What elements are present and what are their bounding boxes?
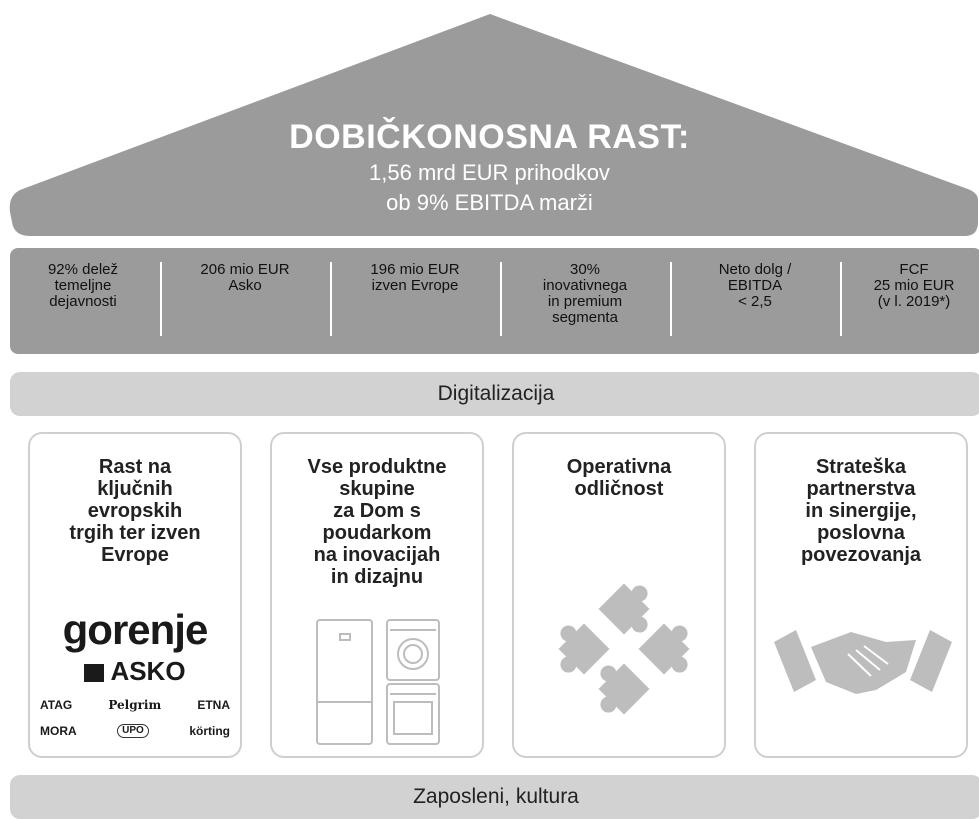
pillar-product-groups: Vse produktne skupine za Dom s poudarkom… bbox=[270, 432, 484, 758]
korting-logo: körting bbox=[189, 724, 230, 738]
gorenje-logo: gorenje bbox=[62, 606, 209, 653]
handshake-icon bbox=[774, 630, 952, 694]
brand-logo-row: MORA UPO körting bbox=[40, 724, 230, 738]
pelgrim-logo: Pelgrim bbox=[108, 698, 162, 712]
kpi-divider bbox=[840, 262, 842, 336]
pillar-title: Vse produktne skupine za Dom s poudarkom… bbox=[307, 456, 447, 588]
asko-logo: ASKO bbox=[30, 656, 240, 687]
atag-logo: ATAG bbox=[40, 698, 73, 712]
pillar-operational-excellence: Operativna odličnost bbox=[512, 432, 726, 758]
kpi-divider bbox=[670, 262, 672, 336]
pillar-title: Strateška partnerstva in sinergije, posl… bbox=[800, 456, 922, 566]
pillar-title: Rast na ključnih evropskih trgih ter izv… bbox=[69, 456, 201, 566]
roof-title: DOBIČKONOSNA RAST: bbox=[289, 118, 690, 156]
appliances-icon bbox=[316, 619, 440, 745]
kpi-divider bbox=[500, 262, 502, 336]
puzzle-icon bbox=[558, 583, 690, 715]
kpi-net-debt: Neto dolg /EBITDA< 2,5 bbox=[718, 261, 792, 310]
kpi-divider bbox=[160, 262, 162, 336]
digitalization-band: Digitalizacija bbox=[10, 372, 979, 416]
pillar-partnerships: Strateška partnerstva in sinergije, posl… bbox=[754, 432, 968, 758]
kpi-divider bbox=[330, 262, 332, 336]
ebitda-margin-line: ob 9% EBITDA marži bbox=[386, 190, 593, 215]
pillar-title: Operativna odličnost bbox=[566, 456, 672, 500]
upo-logo: UPO bbox=[117, 724, 149, 738]
revenue-line: 1,56 mrd EUR prihodkov bbox=[369, 160, 610, 185]
kpi-band bbox=[10, 248, 979, 354]
pillar-market-growth: Rast na ključnih evropskih trgih ter izv… bbox=[28, 432, 242, 758]
asko-mark-icon bbox=[84, 664, 105, 682]
employees-culture-band: Zaposleni, kultura bbox=[10, 775, 979, 819]
roof bbox=[9, 14, 978, 236]
mora-logo: MORA bbox=[40, 724, 77, 738]
brand-logo-row: ATAG Pelgrim ETNA bbox=[40, 698, 230, 712]
etna-logo: ETNA bbox=[197, 698, 230, 712]
